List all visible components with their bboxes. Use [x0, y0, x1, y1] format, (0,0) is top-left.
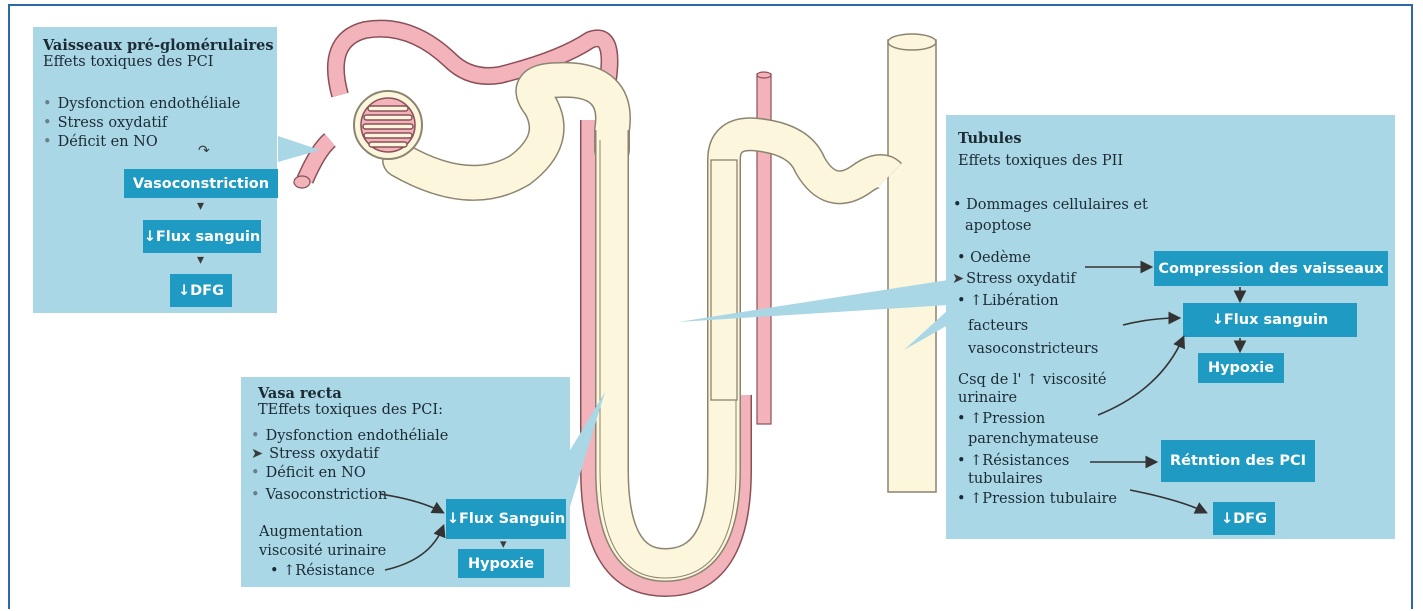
- ascending-vessel-top: [757, 72, 771, 78]
- tub-subtitle: Effets toxiques des PII: [958, 153, 1123, 170]
- pre-subtitle: Effets toxiques des PCI: [43, 54, 213, 71]
- tub-box-retention: Rétntion des PCI: [1161, 440, 1315, 482]
- tub-line-12: • ↑Résistances: [957, 453, 1069, 470]
- vasa-note-2: viscosité urinaire: [259, 543, 386, 560]
- collecting-duct-top: [888, 34, 936, 50]
- collecting-duct: [888, 40, 936, 492]
- tub-line-7: vasoconstricteurs: [968, 341, 1098, 358]
- vasa-title: Vasa recta: [258, 385, 342, 402]
- pre-item-2: Stress oxydatif: [43, 115, 167, 132]
- vasa-box-hypoxie: Hypoxie: [458, 549, 544, 578]
- tub-line-6: facteurs: [968, 318, 1028, 335]
- tub-line-11: parenchymateuse: [968, 431, 1099, 448]
- tub-box-hypoxie: Hypoxie: [1198, 353, 1284, 383]
- pre-box-flux: ↓Flux sanguin: [143, 220, 261, 253]
- tub-line-5: • ↑Libération: [957, 293, 1059, 310]
- tub-line-10: • ↑Pression: [957, 411, 1045, 428]
- pre-curve-arrow: ↷: [198, 143, 210, 159]
- vasa-subtitle: TEffets toxiques des PCI:: [258, 402, 443, 419]
- tub-line-4: Stress oxydatif: [966, 271, 1076, 287]
- vasa-note-1: Augmentation: [259, 524, 363, 541]
- vasa-item-3: Déficit en NO: [251, 465, 366, 482]
- pre-item-1: Dysfonction endothéliale: [43, 96, 240, 113]
- vasa-item-4: Vasoconstriction: [251, 487, 387, 504]
- pre-arrow-1: ▾: [197, 198, 204, 214]
- tub-line-8: Csq de l' ↑ viscosité: [958, 372, 1107, 389]
- vasa-note-3: • ↑Résistance: [270, 563, 375, 580]
- tub-line-9: urinaire: [958, 390, 1017, 407]
- pre-arrow-2: ▾: [197, 252, 204, 268]
- vasa-item-1: Dysfonction endothéliale: [251, 428, 448, 445]
- tub-line-2: apoptose: [965, 218, 1032, 235]
- pre-box-vasoconstriction: Vasoconstriction: [124, 169, 278, 198]
- tub-line-4-wrap: ➤Stress oxydatif: [952, 271, 1076, 288]
- pre-title: Vaisseaux pré-glomérulaires: [43, 37, 274, 54]
- vasa-box-flux: ↓Flux Sanguin: [446, 499, 566, 539]
- tub-line-3: • Oedème: [957, 250, 1031, 267]
- pre-item-3: Déficit en NO: [43, 134, 158, 151]
- tub-box-flux: ↓Flux sanguin: [1183, 303, 1357, 337]
- vasa-item-2-label: Stress oxydatif: [269, 446, 379, 462]
- tub-line-14: • ↑Pression tubulaire: [957, 491, 1117, 508]
- tub-line-13: tubulaires: [968, 471, 1043, 488]
- tub-box-compression: Compression des vaisseaux: [1154, 251, 1388, 286]
- pre-box-dfg: ↓DFG: [170, 274, 232, 307]
- vasa-item-2: ➤Stress oxydatif: [251, 446, 379, 463]
- tub-box-dfg: ↓DFG: [1213, 502, 1275, 535]
- tub-title: Tubules: [958, 130, 1022, 147]
- tub-line-1: • Dommages cellulaires et: [953, 197, 1148, 214]
